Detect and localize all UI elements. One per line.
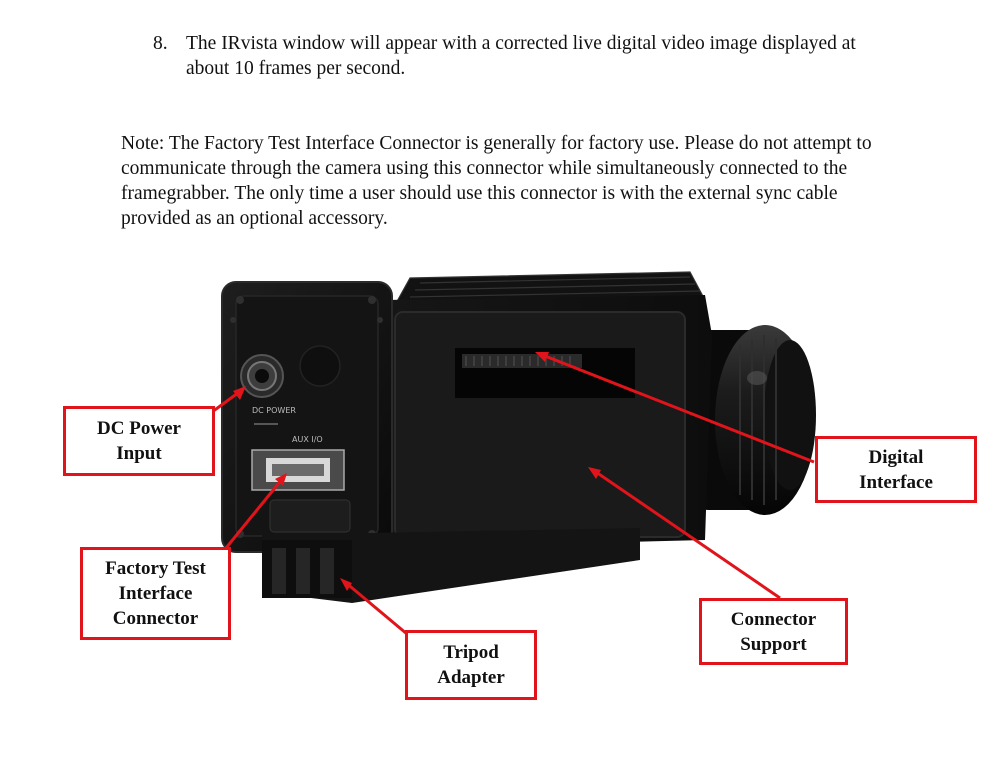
note-paragraph: Note: The Factory Test Interface Connect… [121,133,872,229]
callout-connector-support: Connector Support [699,598,848,665]
callout-digital-interface: Digital Interface [815,436,977,503]
callout-digital-interface-text: Digital Interface [859,446,933,493]
tripod-adapter [262,528,640,603]
dc-power-jack [240,354,284,398]
callout-arrows [211,352,815,636]
plug-cap [299,345,341,387]
callout-factory-test: Factory Test Interface Connector [80,547,231,640]
step-text: The IRvista window will appear with a co… [186,33,856,79]
aux-io-connector [251,449,345,491]
step-number: 8. [153,33,168,54]
callout-tripod-adapter: Tripod Adapter [405,630,537,700]
bottom-lip [269,499,351,533]
aux-io-text: AUX I/O [292,435,323,444]
callout-connector-support-text: Connector Support [730,608,817,655]
callout-dc-power-input: DC Power Input [63,406,215,476]
lens [700,325,816,515]
dc-power-text: DC POWER [252,406,296,415]
callout-dc-power-input-text: DC Power Input [97,418,181,464]
callout-factory-test-text: Factory Test Interface Connector [105,558,206,629]
callout-tripod-adapter-text: Tripod Adapter [437,642,505,688]
